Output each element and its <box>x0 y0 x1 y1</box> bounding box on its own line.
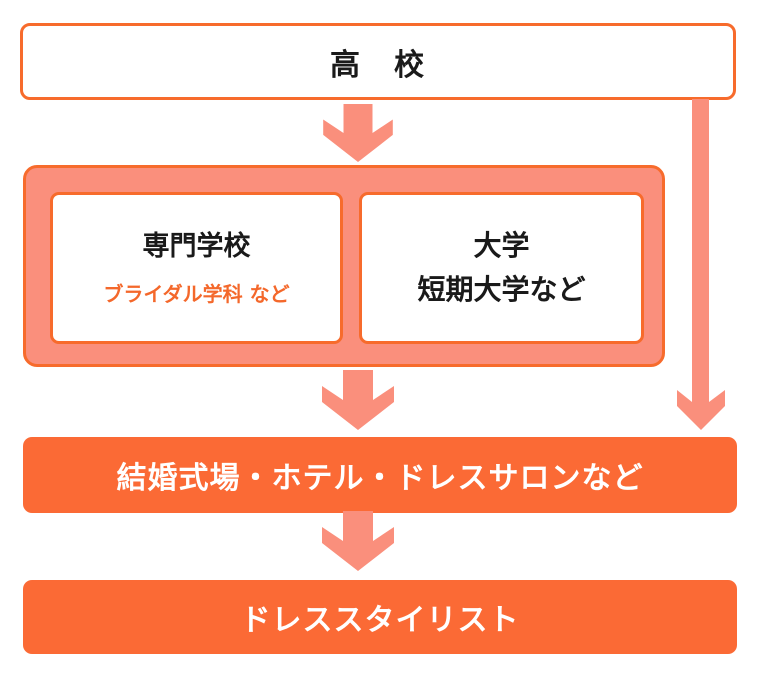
high-school-label: 高 校 <box>330 47 426 83</box>
group-education-options: 専門学校 ブライダル学科 など 大学 短期大学など <box>23 165 665 367</box>
vocational-school-sublabel: ブライダル学科 など <box>103 282 290 307</box>
node-university: 大学 短期大学など <box>359 192 644 344</box>
career-label: ドレススタイリスト <box>240 603 520 638</box>
down-arrow-bypass-icon <box>677 99 725 430</box>
node-career: ドレススタイリスト <box>23 580 737 654</box>
node-high-school: 高 校 <box>20 23 736 100</box>
down-arrow-icon <box>322 511 394 571</box>
down-arrow-icon <box>322 104 394 162</box>
university-label-line2: 短期大学など <box>417 273 586 306</box>
node-vocational-school: 専門学校 ブライダル学科 など <box>50 192 343 344</box>
university-label-line1: 大学 <box>473 228 530 262</box>
workplace-label: 結婚式場・ホテル・ドレスサロンなど <box>116 461 644 496</box>
down-arrow-icon <box>322 370 394 430</box>
node-workplace: 結婚式場・ホテル・ドレスサロンなど <box>23 437 737 513</box>
vocational-school-label: 専門学校 <box>142 230 251 262</box>
